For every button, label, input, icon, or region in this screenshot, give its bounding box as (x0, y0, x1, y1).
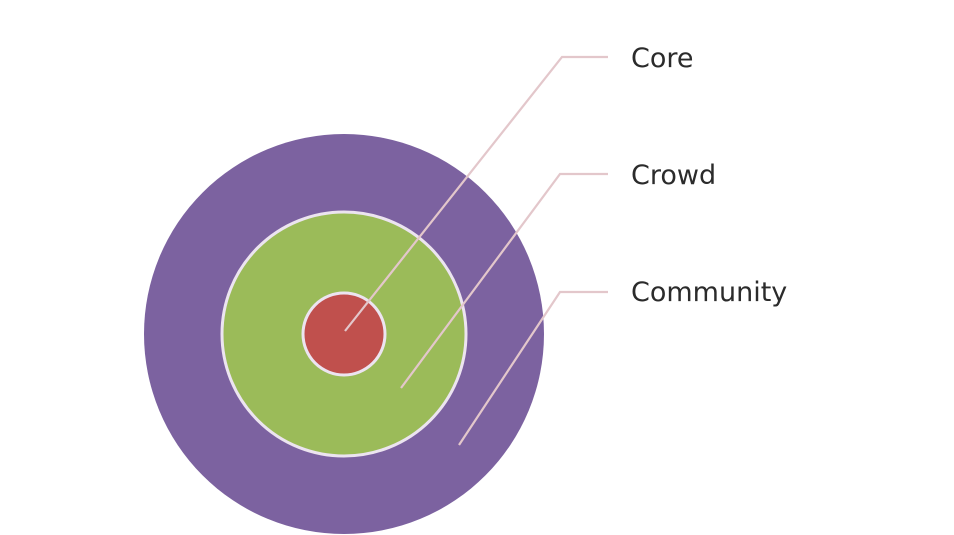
core-circle (301, 291, 387, 377)
crowd-leader-line (400, 172, 608, 389)
community-leader-line (458, 290, 608, 446)
core-leader-line (344, 55, 608, 332)
crowd-label: Crowd (631, 160, 716, 191)
core-label: Core (631, 43, 694, 74)
community-label: Community (631, 277, 787, 308)
